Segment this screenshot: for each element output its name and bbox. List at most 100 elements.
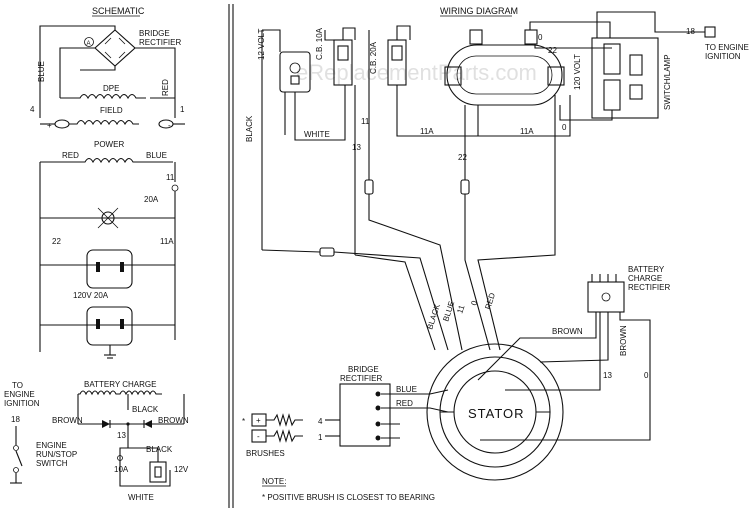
svg-text:0: 0 bbox=[538, 33, 543, 42]
svg-text:BROWN: BROWN bbox=[52, 416, 83, 425]
schematic-blue-label: BLUE bbox=[37, 61, 46, 82]
svg-text:13: 13 bbox=[117, 431, 126, 440]
svg-text:BLACK: BLACK bbox=[425, 302, 442, 330]
svg-text:18: 18 bbox=[11, 415, 20, 424]
field-n1: 1 bbox=[180, 105, 185, 114]
cb-10a-icon bbox=[117, 455, 123, 461]
battery-charge-label: BATTERY CHARGE bbox=[84, 380, 156, 389]
svg-text:+: + bbox=[256, 416, 261, 425]
battery-charge-coil bbox=[78, 390, 162, 396]
svg-text:-: - bbox=[168, 121, 171, 130]
brush-plus-icon bbox=[54, 119, 70, 129]
svg-text:WHITE: WHITE bbox=[304, 130, 330, 139]
svg-text:22: 22 bbox=[52, 237, 61, 246]
brush-minus-icon bbox=[158, 119, 174, 129]
brushes-label: BRUSHES bbox=[246, 449, 285, 458]
field-label: FIELD bbox=[100, 106, 123, 115]
svg-text:13: 13 bbox=[603, 371, 612, 380]
svg-text:20A: 20A bbox=[144, 195, 159, 204]
svg-text:BROWN: BROWN bbox=[158, 416, 189, 425]
stator bbox=[426, 343, 564, 481]
cb-20a-icon bbox=[171, 184, 179, 192]
switch-lamp-assembly bbox=[591, 37, 659, 119]
schematic-bridge-label: BRIDGE RECTIFIER bbox=[139, 29, 181, 47]
svg-text:BLACK: BLACK bbox=[146, 445, 173, 454]
svg-text:BROWN: BROWN bbox=[619, 325, 628, 356]
svg-text:BLACK: BLACK bbox=[245, 115, 254, 142]
svg-text:11: 11 bbox=[166, 173, 175, 182]
battery-charge-rectifier bbox=[587, 281, 625, 313]
wiring-title: WIRING DIAGRAM bbox=[440, 6, 518, 16]
battery-charge-rectifier-label: BATTERY CHARGE RECTIFIER bbox=[628, 265, 670, 292]
outlet-label: 120V 20A bbox=[73, 291, 109, 300]
engine-ignition-terminal-icon bbox=[704, 26, 716, 38]
svg-text:RED: RED bbox=[62, 151, 79, 160]
svg-text:0: 0 bbox=[644, 371, 649, 380]
svg-text:22: 22 bbox=[458, 153, 467, 162]
connector-22-icon bbox=[460, 179, 470, 195]
a-marker-icon bbox=[84, 37, 94, 47]
svg-text:A: A bbox=[87, 41, 91, 47]
brush-spring-plus-icon bbox=[266, 413, 303, 427]
svg-text:0: 0 bbox=[469, 299, 479, 307]
svg-text:10A: 10A bbox=[114, 465, 129, 474]
note-text: * POSITIVE BRUSH IS CLOSEST TO BEARING bbox=[262, 493, 435, 502]
schematic-red-label: RED bbox=[161, 79, 170, 96]
svg-text:11A: 11A bbox=[520, 127, 534, 136]
to-engine-ignition-label: TO ENGINE IGNITION bbox=[4, 381, 40, 408]
bridge-rectifier bbox=[339, 383, 391, 447]
field-n4: 4 bbox=[30, 105, 35, 114]
schematic-section: SCHEMATIC A BRIDGE RECTIFIER BLUE RED DP… bbox=[4, 6, 189, 502]
svg-text:BLACK: BLACK bbox=[132, 405, 159, 414]
svg-text:*: * bbox=[242, 417, 245, 426]
12v-receptacle-icon bbox=[149, 461, 167, 483]
run-stop-switch-icon bbox=[13, 445, 19, 451]
connector-black-icon bbox=[319, 247, 335, 257]
svg-text:4: 4 bbox=[318, 417, 323, 426]
outlet-bottom-icon bbox=[86, 306, 133, 346]
svg-text:120 VOLT: 120 VOLT bbox=[573, 54, 582, 90]
run-stop-switch-label: ENGINE RUN/STOP SWITCH bbox=[36, 441, 79, 468]
connector-11-icon bbox=[364, 179, 374, 195]
svg-text:BLUE: BLUE bbox=[396, 385, 417, 394]
stator-label: STATOR bbox=[468, 406, 525, 421]
diode-left-icon bbox=[102, 420, 110, 428]
svg-text:11A: 11A bbox=[160, 237, 174, 246]
svg-text:11: 11 bbox=[455, 303, 466, 314]
svg-text:C.B. 10A: C.B. 10A bbox=[315, 27, 324, 60]
svg-text:12V: 12V bbox=[174, 465, 189, 474]
svg-text:WHITE: WHITE bbox=[128, 493, 154, 502]
svg-text:BLUE: BLUE bbox=[146, 151, 167, 160]
svg-text:SWITCH/LAMP: SWITCH/LAMP bbox=[663, 54, 672, 110]
dpe-label: DPE bbox=[103, 84, 119, 93]
watermark: eReplacementParts.com bbox=[296, 60, 537, 85]
svg-text:22: 22 bbox=[548, 46, 557, 55]
brush-spring-minus-icon bbox=[266, 429, 303, 443]
svg-text:1: 1 bbox=[318, 433, 323, 442]
120v-outlet bbox=[446, 44, 563, 106]
to-engine-ignition-label: TO ENGINE IGNITION bbox=[705, 43, 750, 61]
svg-text:-: - bbox=[257, 432, 260, 441]
svg-text:0: 0 bbox=[562, 123, 567, 132]
power-coil bbox=[40, 157, 173, 164]
svg-text:BROWN: BROWN bbox=[552, 327, 583, 336]
svg-text:11: 11 bbox=[361, 117, 370, 126]
power-label: POWER bbox=[94, 140, 124, 149]
svg-text:C.B. 20A: C.B. 20A bbox=[369, 41, 378, 74]
field-coil bbox=[69, 119, 139, 126]
note-title: NOTE: bbox=[262, 477, 286, 486]
svg-text:+: + bbox=[47, 121, 52, 130]
wiring-section: WIRING DIAGRAM 18 TO ENGINE IGNITION 12 … bbox=[242, 6, 750, 502]
lamp-icon bbox=[101, 211, 115, 225]
svg-text:RED: RED bbox=[483, 292, 497, 311]
diode-right-icon bbox=[144, 420, 152, 428]
schematic-title: SCHEMATIC bbox=[92, 6, 145, 16]
outlet-top-icon bbox=[86, 249, 133, 289]
svg-text:RED: RED bbox=[396, 399, 413, 408]
dpe-coil bbox=[60, 93, 146, 100]
svg-text:11A: 11A bbox=[420, 127, 434, 136]
bridge-rectifier-label: BRIDGE RECTIFIER bbox=[340, 365, 382, 383]
svg-text:13: 13 bbox=[352, 143, 361, 152]
